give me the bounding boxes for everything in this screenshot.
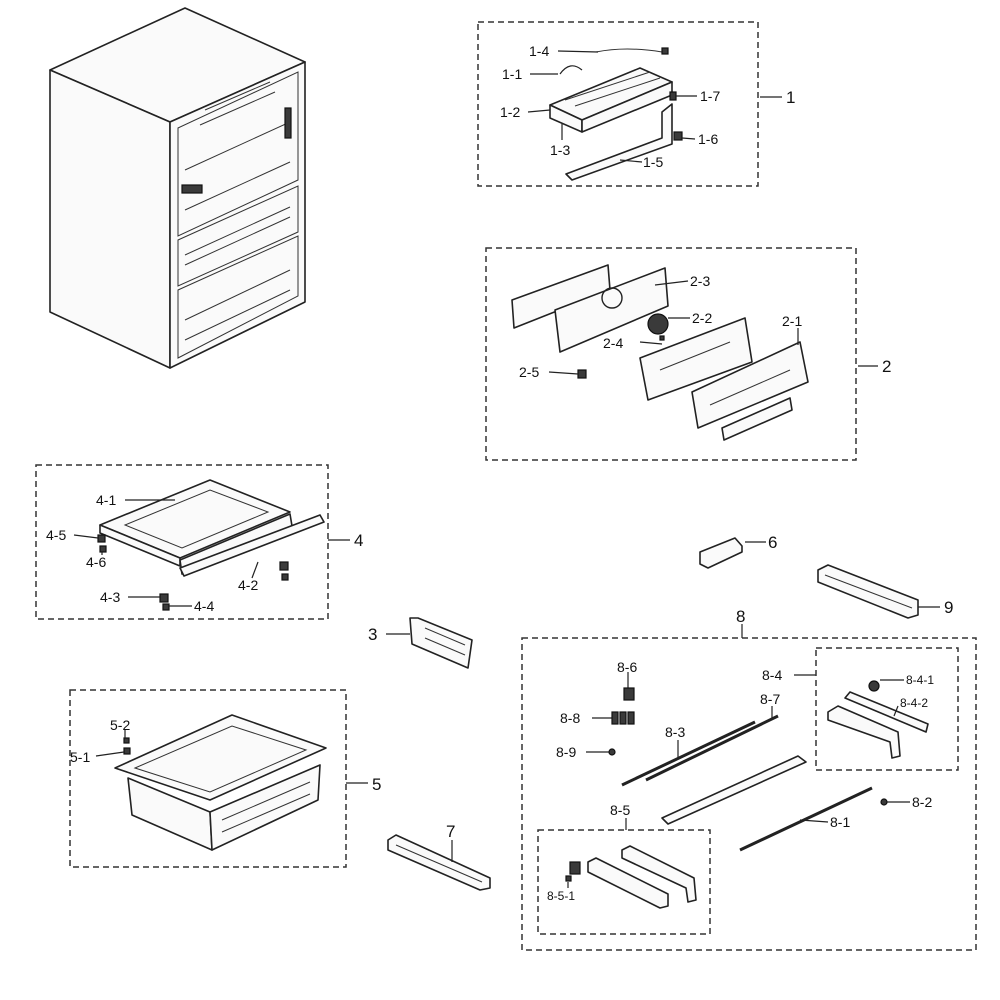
refrigerator-cabinet: [49, 7, 306, 369]
label-1-4: 1-4: [529, 43, 549, 59]
part-6: [699, 537, 766, 569]
label-1-3: 1-3: [550, 142, 570, 158]
label-4-3: 4-3: [100, 589, 120, 605]
group-2-box: [485, 247, 857, 461]
label-group-8: 8: [736, 607, 745, 626]
label-2-5: 2-5: [519, 364, 539, 380]
label-group-5: 5: [372, 775, 381, 794]
label-2-1: 2-1: [782, 313, 802, 329]
label-group-2: 2: [882, 357, 891, 376]
group-4-box: [35, 464, 329, 620]
label-4-5: 4-5: [46, 527, 66, 543]
part-4-shelf-assembly: [97, 479, 325, 611]
label-8-5-1: 8-5-1: [547, 889, 575, 903]
label-4-1: 4-1: [96, 492, 116, 508]
label-8-3: 8-3: [665, 724, 685, 740]
part-2-assembly: [511, 264, 809, 441]
label-8-1: 8-1: [830, 814, 850, 830]
label-4-4: 4-4: [194, 598, 214, 614]
part-7: [387, 834, 491, 891]
label-2-4: 2-4: [603, 335, 623, 351]
label-8-7: 8-7: [760, 691, 780, 707]
label-group-6: 6: [768, 533, 777, 552]
label-8-8: 8-8: [560, 710, 580, 726]
part-1-assembly: [549, 47, 683, 181]
label-5-1: 5-1: [70, 749, 90, 765]
part-8-rails: [608, 687, 888, 852]
label-group-7: 7: [446, 822, 455, 841]
label-1-7: 1-7: [700, 88, 720, 104]
label-8-4: 8-4: [762, 667, 782, 683]
group-1-leaders: [527, 50, 782, 163]
label-group-3: 3: [368, 625, 377, 644]
label-4-6: 4-6: [86, 554, 106, 570]
group-8-5-box: [537, 829, 711, 935]
label-8-9: 8-9: [556, 744, 576, 760]
label-2-2: 2-2: [692, 310, 712, 326]
label-group-9: 9: [944, 598, 953, 617]
label-group-4: 4: [354, 531, 363, 550]
label-8-6: 8-6: [617, 659, 637, 675]
group-8-4-box: [815, 647, 959, 771]
part-5-drawer: [114, 714, 327, 851]
label-8-4-2: 8-4-2: [900, 696, 928, 710]
part-3: [386, 617, 473, 669]
label-5-2: 5-2: [110, 717, 130, 733]
group-8-box: [521, 637, 977, 951]
label-1-5: 1-5: [643, 154, 663, 170]
label-8-2: 8-2: [912, 794, 932, 810]
group-5-box: [69, 689, 347, 868]
label-group-1: 1: [786, 88, 795, 107]
part-8-5-assembly: [565, 845, 697, 909]
group-5-leaders: [95, 730, 368, 784]
label-8-4-1: 8-4-1: [906, 673, 934, 687]
group-4-leaders: [73, 499, 350, 607]
label-1-1: 1-1: [502, 66, 522, 82]
group-2-leaders: [548, 280, 878, 375]
label-2-3: 2-3: [690, 273, 710, 289]
part-9: [817, 564, 940, 619]
label-8-5: 8-5: [610, 802, 630, 818]
group-1-box: [477, 21, 759, 187]
label-1-2: 1-2: [500, 104, 520, 120]
label-4-2: 4-2: [238, 577, 258, 593]
label-1-6: 1-6: [698, 131, 718, 147]
part-8-4-assembly: [827, 679, 929, 759]
